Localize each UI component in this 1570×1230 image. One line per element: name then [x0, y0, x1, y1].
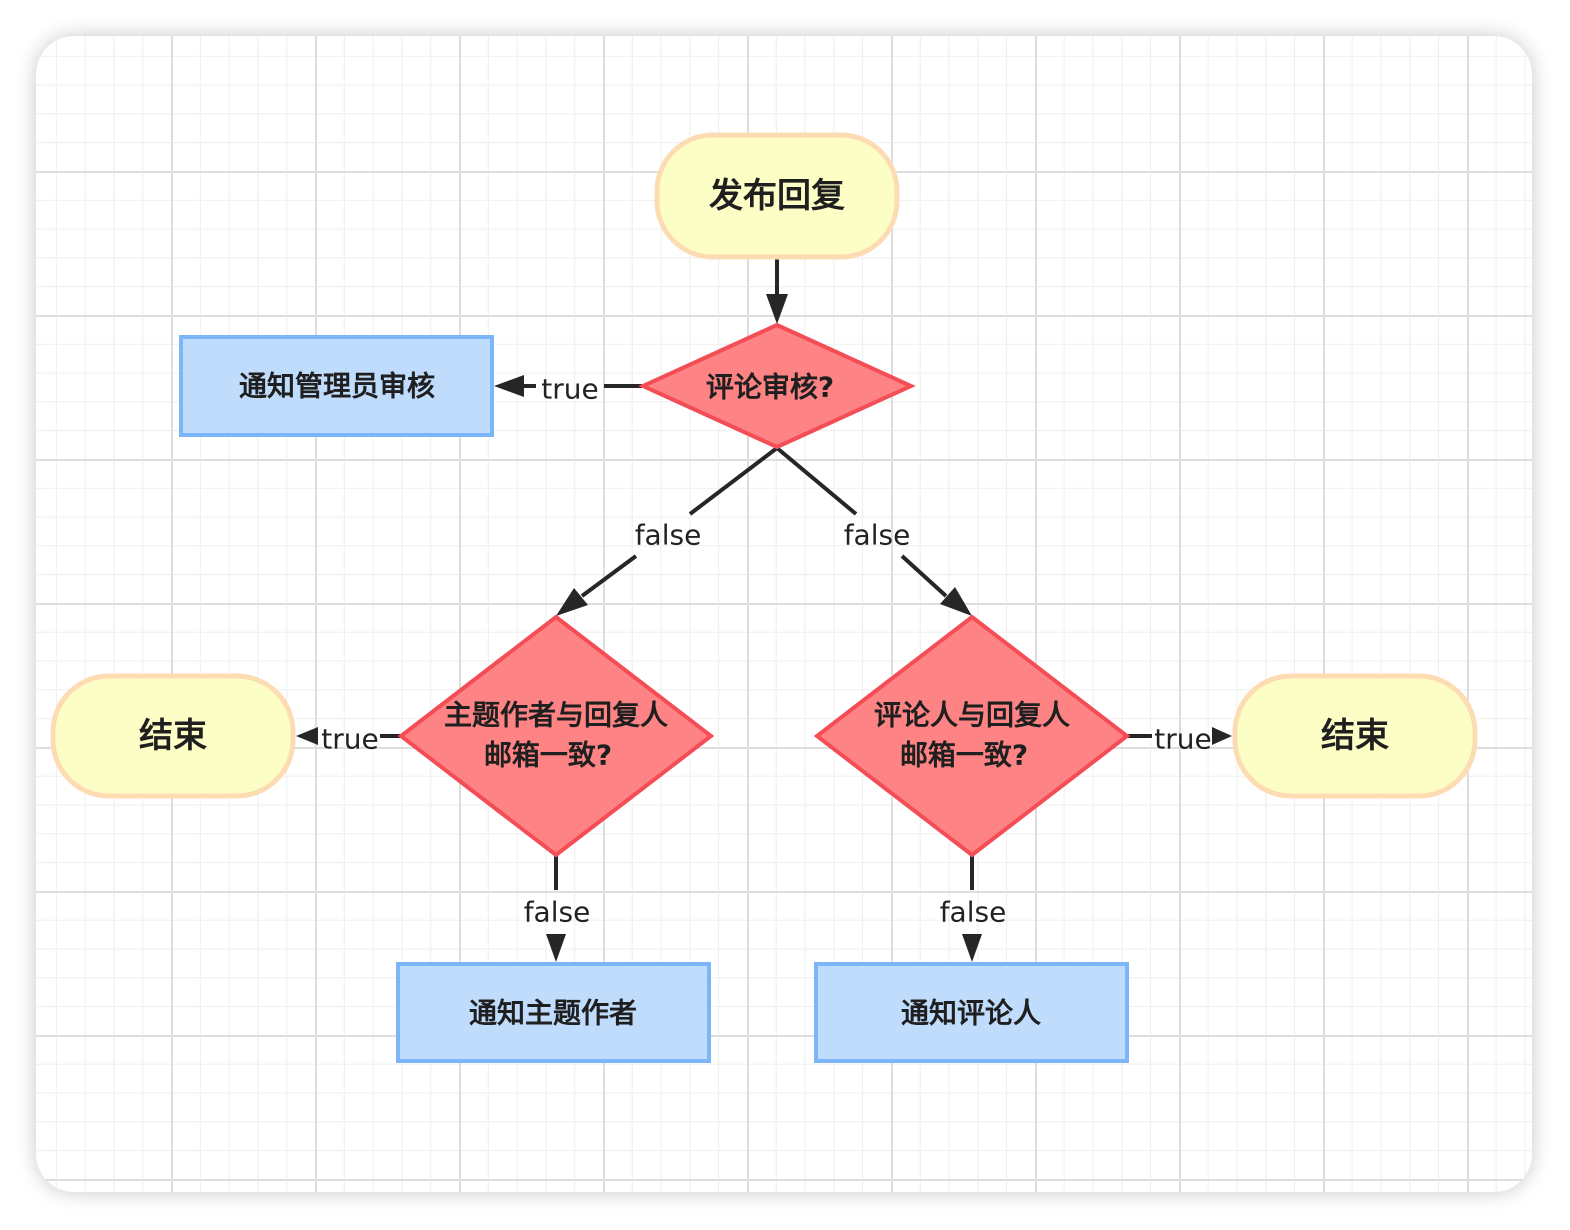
edge-author-true: true	[296, 723, 401, 756]
end-left-label: 结束	[139, 716, 207, 756]
author-email-decision-line2: 邮箱一致?	[484, 739, 612, 772]
review-decision-label: 评论审核?	[706, 371, 834, 404]
notify-commenter-label: 通知评论人	[901, 997, 1041, 1030]
notify-author-label: 通知主题作者	[469, 997, 637, 1030]
edge-label-false: false	[635, 519, 702, 552]
edge-commenter-true: true	[1128, 723, 1232, 756]
edge-author-false: false	[524, 856, 591, 962]
commenter-email-decision[interactable]: 评论人与回复人 邮箱一致?	[813, 614, 1131, 858]
edge-review-true: true	[494, 373, 642, 406]
edge-review-false-right: false	[775, 446, 972, 616]
edge-label-false: false	[844, 519, 911, 552]
edge-label-false: false	[524, 896, 591, 929]
edge-review-false-left: false	[556, 446, 779, 616]
edge-label-true: true	[321, 723, 378, 756]
author-email-decision-line1: 主题作者与回复人	[444, 699, 668, 732]
author-email-decision[interactable]: 主题作者与回复人 邮箱一致?	[397, 614, 715, 858]
end-right-label: 结束	[1321, 716, 1389, 756]
end-left-terminal[interactable]: 结束	[50, 673, 296, 799]
commenter-email-decision-line1: 评论人与回复人	[874, 699, 1070, 732]
notify-author-process[interactable]: 通知主题作者	[396, 962, 711, 1063]
notify-admin-label: 通知管理员审核	[239, 370, 435, 403]
edge-label-true: true	[1154, 723, 1211, 756]
edge-label-true: true	[541, 373, 598, 406]
edge-label-false: false	[940, 896, 1007, 929]
notify-commenter-process[interactable]: 通知评论人	[814, 962, 1129, 1063]
edge-commenter-false: false	[940, 856, 1007, 962]
notify-admin-process[interactable]: 通知管理员审核	[179, 335, 494, 437]
commenter-email-decision-line2: 邮箱一致?	[900, 739, 1028, 772]
edge-start-to-review	[766, 258, 788, 324]
start-terminal[interactable]: 发布回复	[654, 132, 900, 260]
review-decision[interactable]: 评论审核?	[638, 322, 916, 450]
end-right-terminal[interactable]: 结束	[1232, 673, 1478, 799]
start-terminal-label: 发布回复	[709, 176, 845, 216]
